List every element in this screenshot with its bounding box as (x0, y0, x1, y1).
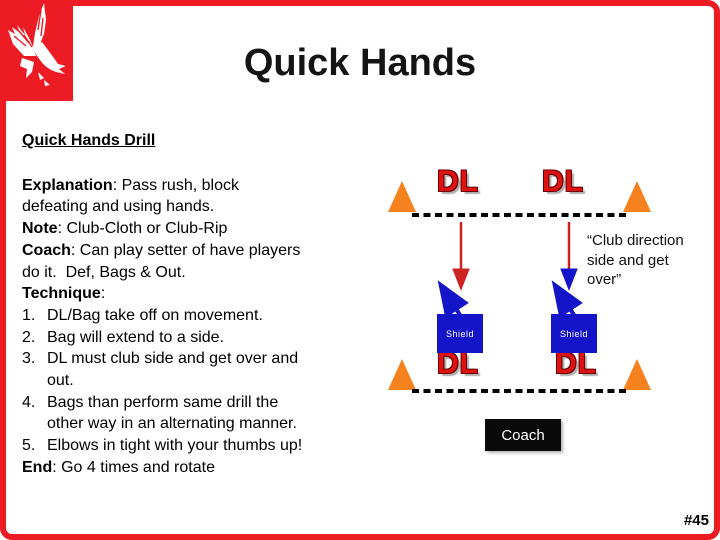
cone-icon-bottom-left (388, 359, 416, 390)
blue-arrow-left-icon (437, 280, 469, 319)
drill-text-line: Coach: Can play setter of have players (22, 241, 301, 259)
drill-text-line: defeating and using hands. (22, 198, 215, 216)
drill-text-line: 3.DL must club side and get over and (22, 350, 299, 368)
page-number: #45 (683, 512, 709, 529)
cone-icon-top-left (388, 181, 416, 212)
drill-text-line: Explanation: Pass rush, block (22, 176, 239, 194)
drill-text-block: Quick Hands Drill Explanation: Pass rush… (22, 130, 384, 479)
cone-icon-bottom-right (623, 359, 651, 390)
slide-title: Quick Hands (243, 42, 477, 84)
dl-label-top-right: DL (542, 165, 584, 198)
club-direction-quote: “Club direction side and get over” (587, 232, 684, 288)
hawk-logo-icon (0, 0, 73, 101)
drill-heading: Quick Hands Drill (22, 132, 156, 149)
drill-text-line: out. (47, 372, 74, 390)
shield-box-right: Shield (551, 314, 597, 353)
drill-diagram (388, 181, 651, 393)
drill-text-line: other way in an alternating manner. (47, 415, 297, 433)
cone-icon-top-right (623, 181, 651, 212)
drill-text-line: Technique: (22, 285, 106, 303)
drill-text-line: 2.Bag will extend to a side. (22, 328, 224, 346)
drill-text-lines: Explanation: Pass rush, block defeating a… (22, 175, 384, 479)
coach-box: Coach (485, 419, 561, 451)
drill-text-line: End: Go 4 times and rotate (22, 458, 215, 476)
drill-text-line: 4.Bags than perform same drill the (22, 393, 279, 411)
drill-text-line: Note: Club-Cloth or Club-Rip (22, 220, 228, 238)
drill-text-line: 1.DL/Bag take off on movement. (22, 306, 263, 324)
blue-arrow-right-icon (551, 280, 583, 319)
drill-text-line: do it. Def, Bags & Out. (22, 263, 186, 281)
shield-box-left: Shield (437, 314, 483, 353)
drill-text-line: 5.Elbows in tight with your thumbs up! (22, 437, 303, 455)
dl-label-top-left: DL (437, 165, 479, 198)
hawk-logo-svg (8, 3, 66, 86)
